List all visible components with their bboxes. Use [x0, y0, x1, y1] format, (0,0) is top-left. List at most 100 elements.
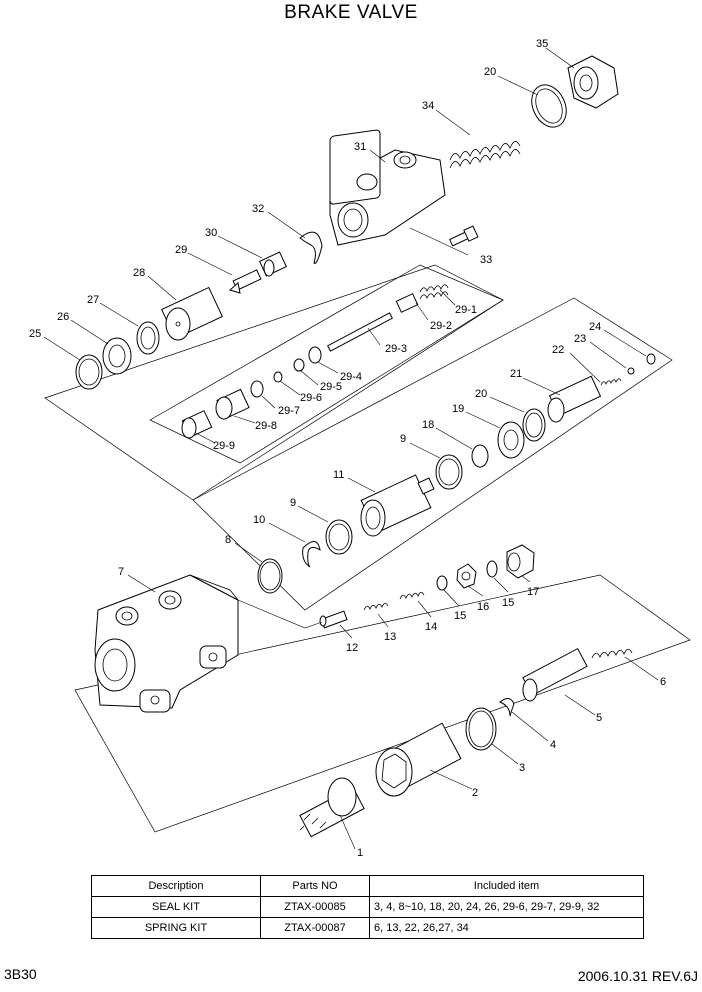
callout-12: 12	[346, 642, 358, 654]
part-29-2-sleeve	[395, 293, 419, 313]
header-included-item: Included item	[369, 875, 644, 897]
callout-29-5: 29-5	[320, 381, 342, 393]
part-26-ring	[102, 337, 132, 375]
part-10-snap-ring	[302, 541, 321, 568]
part-16-nut	[456, 563, 477, 589]
leader-lines	[43, 47, 659, 850]
callout-29-4: 29-4	[340, 371, 362, 383]
callout-16: 16	[477, 601, 489, 613]
callout-3: 3	[519, 762, 525, 774]
callout-19: 19	[452, 403, 464, 415]
callout-14: 14	[425, 621, 437, 633]
part-17-cap	[506, 544, 535, 579]
callout-29-7: 29-7	[278, 405, 300, 417]
part-20-oring-upper	[531, 84, 567, 128]
part-29-9-bushing	[181, 410, 213, 439]
revision-stamp: 2006.10.31 REV.6J	[577, 968, 698, 984]
part-33-bolt	[449, 225, 479, 247]
callout-1: 1	[357, 847, 363, 859]
callout-labels: 35 20 34 31 32 30 29 28 27 26 25 33 29-1…	[29, 38, 666, 859]
seal-kit-parts-no: ZTAX-00085	[260, 896, 370, 918]
callout-28: 28	[133, 267, 145, 279]
callout-6: 6	[660, 676, 666, 688]
callout-5: 5	[596, 712, 602, 724]
kit-table-header-row: Description Parts NO Included item	[91, 875, 644, 897]
part-25-ring	[75, 354, 103, 390]
callout-23: 23	[574, 333, 586, 345]
header-description: Description	[91, 875, 261, 897]
part-3-oring	[465, 707, 497, 751]
callout-33: 33	[480, 254, 492, 266]
callout-25: 25	[29, 328, 41, 340]
callout-17: 17	[527, 586, 539, 598]
callout-29-3: 29-3	[385, 343, 407, 355]
part-31-upper-body	[329, 129, 446, 246]
callout-30: 30	[205, 227, 217, 239]
exploded-diagram: 35 20 34 31 32 30 29 28 27 26 25 33 29-1…	[29, 38, 691, 859]
part-14-spring	[399, 591, 425, 600]
part-12-pin	[319, 610, 348, 629]
part-29-spool	[228, 269, 262, 294]
part-13-spring	[363, 602, 389, 611]
part-6-spring	[591, 648, 633, 659]
part-35-plug	[567, 55, 619, 109]
spring-kit-included: 6, 13, 22, 26,27, 34	[369, 917, 644, 939]
callout-29-9: 29-9	[213, 440, 235, 452]
frame-lower	[74, 574, 691, 833]
part-29-8-piston	[215, 388, 250, 420]
callout-20-middle: 20	[475, 388, 487, 400]
part-19-nut	[497, 421, 525, 459]
callout-4: 4	[550, 739, 556, 751]
part-9-ring-upper	[435, 454, 463, 490]
part-27-ring	[136, 321, 160, 355]
table-row: SPRING KIT ZTAX-00087 6, 13, 22, 26,27, …	[91, 917, 644, 939]
part-29-6-seal	[273, 371, 283, 383]
callout-29: 29	[175, 244, 187, 256]
callout-29-1: 29-1	[455, 304, 477, 316]
part-24-ring	[646, 353, 656, 365]
callout-34: 34	[422, 100, 434, 112]
callout-7: 7	[118, 566, 124, 578]
part-15-washer-a	[436, 575, 448, 591]
callout-26: 26	[57, 311, 69, 323]
part-8-oring	[257, 558, 283, 594]
part-23-ball	[627, 367, 635, 375]
frame-pilot	[149, 264, 504, 464]
callout-35: 35	[536, 38, 548, 50]
callout-24: 24	[589, 321, 601, 333]
part-4-snap-ring	[499, 698, 515, 717]
part-1-plunger	[299, 777, 365, 838]
callout-2: 2	[472, 787, 478, 799]
callout-21: 21	[510, 368, 522, 380]
part-29-3-rod	[327, 312, 393, 352]
frame-upper	[44, 264, 504, 501]
part-18-oring	[471, 444, 489, 468]
part-30-sleeve	[258, 251, 288, 277]
kit-table: Description Parts NO Included item SEAL …	[91, 875, 644, 939]
spring-kit-description: SPRING KIT	[91, 917, 261, 939]
callout-11: 11	[333, 469, 344, 481]
table-row: SEAL KIT ZTAX-00085 3, 4, 8~10, 18, 20, …	[91, 896, 644, 918]
part-21-plunger	[547, 375, 602, 423]
callout-9-upper: 9	[400, 433, 406, 445]
page-title: BRAKE VALVE	[284, 2, 418, 23]
part-29-5-washer	[293, 358, 305, 372]
callout-27: 27	[87, 294, 99, 306]
callout-29-8: 29-8	[255, 420, 277, 432]
seal-kit-included: 3, 4, 8~10, 18, 20, 24, 26, 29-6, 29-7, …	[369, 896, 644, 918]
part-11-housing	[360, 474, 435, 537]
part-32-snap-ring	[299, 231, 323, 264]
callout-32: 32	[252, 203, 264, 215]
part-34-spring	[449, 141, 521, 169]
seal-kit-description: SEAL KIT	[91, 896, 261, 918]
part-2-sleeve	[375, 722, 462, 797]
header-parts-no: Parts NO	[260, 875, 370, 897]
part-29-4-ring	[308, 346, 322, 364]
callout-15-right: 15	[502, 597, 514, 609]
part-29-7-ring	[250, 380, 264, 398]
callout-18: 18	[422, 419, 434, 431]
part-9-ring-lower	[325, 519, 353, 555]
part-5-spool	[522, 647, 588, 702]
part-28-piston	[161, 286, 223, 341]
callout-22: 22	[552, 344, 564, 356]
